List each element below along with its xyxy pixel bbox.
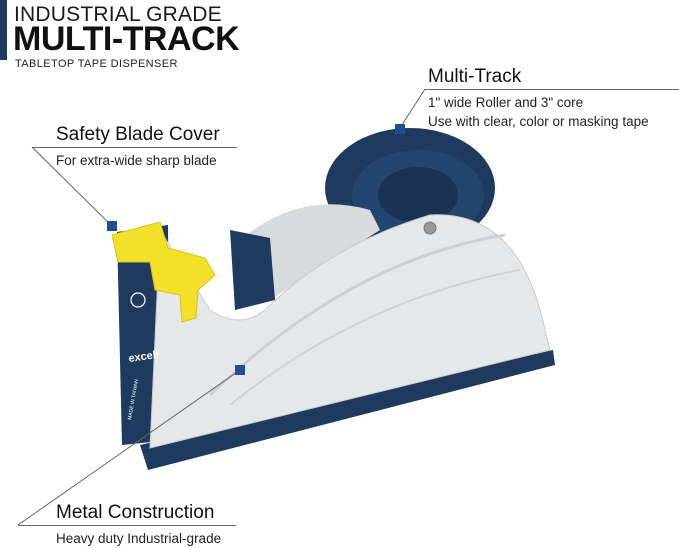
callout-safety-title: Safety Blade Cover	[56, 124, 220, 145]
callout-metal-line1: Heavy duty Industrial-grade	[56, 531, 222, 546]
marker-multi-track	[395, 124, 405, 134]
roller-bolt	[423, 221, 437, 235]
safety-blade-cover	[111, 221, 216, 323]
panel-logo-ring	[130, 292, 146, 308]
leader-multi-track	[399, 88, 426, 129]
marker-safety	[107, 221, 117, 231]
header-title-multi-track: MULTI-TRACK	[13, 20, 240, 58]
marker-metal	[235, 365, 245, 375]
header-subtitle: TABLETOP TAPE DISPENSER	[15, 58, 178, 70]
body-contour-line	[208, 233, 506, 397]
tape-roll-core	[378, 167, 458, 223]
callout-safety-line1: For extra-wide sharp blade	[56, 153, 217, 168]
callout-multi-track-title: Multi-Track	[428, 66, 522, 87]
callout-multi-track-line1: 1" wide Roller and 3" core	[428, 95, 584, 110]
panel-brand-text: excell	[128, 349, 160, 365]
body-contour-line-2	[229, 269, 521, 406]
dispenser-rear-body	[240, 204, 380, 300]
dispenser-navy-arm	[230, 230, 275, 310]
leader-metal	[17, 369, 241, 526]
callout-metal-underline	[18, 525, 236, 526]
callout-multi-track-line2: Use with clear, color or masking tape	[428, 114, 649, 129]
callout-safety-underline	[32, 147, 237, 148]
dispenser-base-plate	[140, 350, 555, 470]
brand-accent-bar	[0, 0, 7, 60]
callout-metal-title: Metal Construction	[56, 502, 215, 523]
leader-safety	[31, 146, 113, 227]
callout-multi-track-underline	[425, 89, 679, 90]
header-line-industrial-grade: INDUSTRIAL GRADE	[14, 3, 222, 26]
